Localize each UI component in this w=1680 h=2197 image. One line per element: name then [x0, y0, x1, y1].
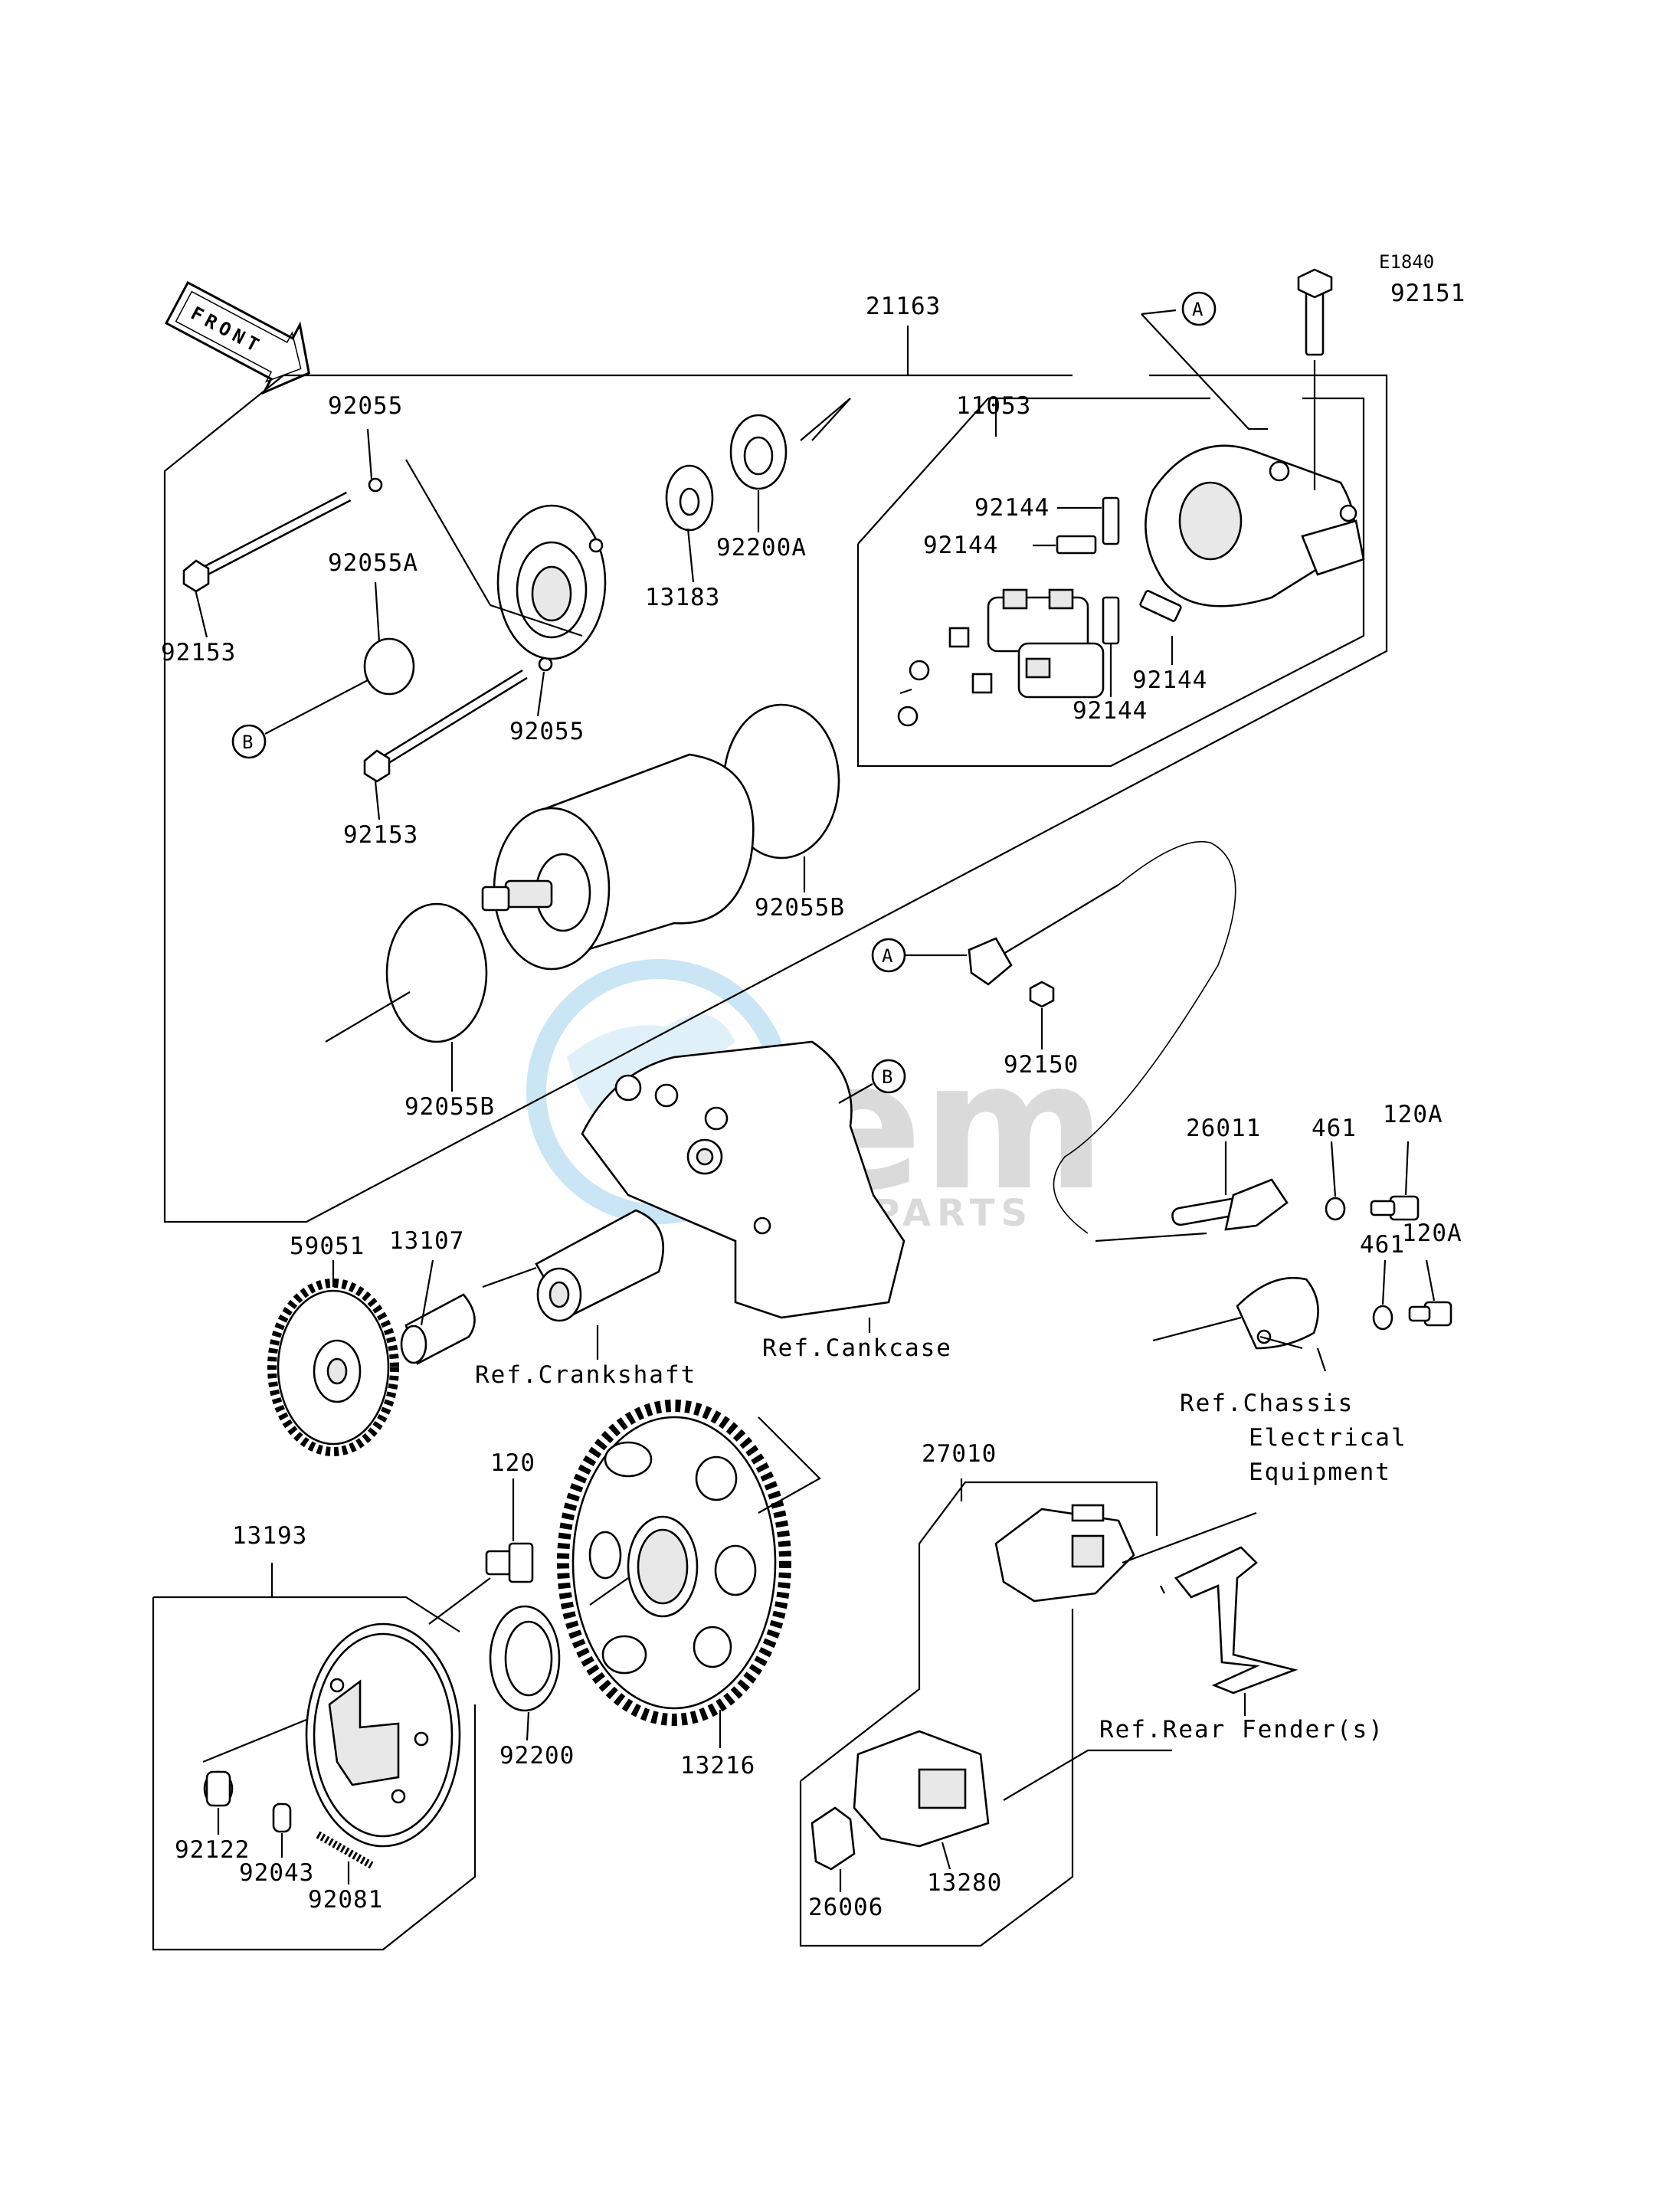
rear-end-cover	[1145, 444, 1365, 607]
cap-26006	[811, 1806, 856, 1871]
o-ring-92055-top	[368, 477, 383, 493]
label-92055B-right: 92055B	[755, 894, 845, 922]
gear-59051	[267, 1279, 399, 1456]
label-27010: 27010	[922, 1440, 997, 1468]
pin-92043	[272, 1802, 292, 1833]
bolt-120	[485, 1542, 534, 1583]
label-461-a: 461	[1312, 1115, 1357, 1142]
o-ring-92055B-left	[385, 902, 488, 1043]
callout-B-mid: B	[871, 1059, 906, 1094]
label-92151: 92151	[1390, 280, 1465, 307]
washer-461-bottom	[1372, 1305, 1393, 1331]
svg-text:B: B	[882, 1066, 892, 1088]
label-92055A: 92055A	[328, 549, 418, 577]
callout-A-top: A	[1181, 291, 1217, 326]
bolt-92151	[1297, 268, 1333, 356]
washer-92200A	[729, 414, 788, 490]
assembly-outlines	[152, 326, 1388, 1951]
label-92081: 92081	[308, 1886, 383, 1914]
bolt-92153-mid	[363, 670, 528, 783]
ref-chassis-line1: Ref.Chassis	[1180, 1390, 1354, 1417]
starter-motor-body	[481, 753, 755, 971]
label-92153-top: 92153	[161, 639, 236, 666]
label-92144-a: 92144	[974, 494, 1050, 522]
label-120A-a: 120A	[1383, 1101, 1443, 1128]
label-92150: 92150	[1004, 1051, 1079, 1079]
label-13193: 13193	[232, 1522, 307, 1550]
label-26011: 26011	[1186, 1115, 1261, 1142]
label-59051: 59051	[290, 1233, 365, 1260]
label-120: 120	[490, 1449, 535, 1477]
gear-13216	[557, 1400, 791, 1726]
lock-washer-13183	[665, 464, 714, 532]
roller-92122	[203, 1770, 234, 1807]
label-13216: 13216	[680, 1752, 755, 1780]
ref-chassis-line3: Equipment	[1249, 1459, 1391, 1486]
label-461-b: 461	[1360, 1231, 1405, 1259]
label-92144-b: 92144	[923, 532, 998, 559]
leader-lines	[194, 428, 1436, 1892]
label-13107: 13107	[389, 1227, 464, 1255]
label-13280: 13280	[927, 1869, 1002, 1897]
ref-chassis-line2: Electrical	[1249, 1424, 1407, 1452]
label-92144-c: 92144	[1132, 666, 1207, 694]
label-92122: 92122	[175, 1836, 250, 1864]
ref-crankshaft: Ref.Crankshaft	[475, 1361, 696, 1389]
bolt-92153-top	[182, 491, 352, 593]
label-92055-top: 92055	[328, 392, 403, 420]
label-92200A: 92200A	[716, 534, 807, 562]
label-120A-b: 120A	[1402, 1220, 1462, 1247]
lead-terminal	[968, 840, 1236, 1234]
label-11053: 11053	[956, 392, 1031, 420]
svg-text:B: B	[242, 732, 253, 753]
svg-text:A: A	[1192, 299, 1204, 320]
switch-26011	[1171, 1178, 1289, 1231]
ref-rear-fender: Ref.Rear Fender(s)	[1099, 1716, 1384, 1744]
label-92043: 92043	[239, 1859, 314, 1887]
crankcase	[581, 1040, 905, 1319]
starter-front-cover	[496, 504, 607, 660]
label-92153-mid: 92153	[343, 821, 418, 849]
pipe-13107	[400, 1293, 476, 1365]
starter-clutch-13193	[305, 1622, 461, 1848]
label-26006: 26006	[808, 1894, 883, 1921]
washer-92200	[489, 1605, 561, 1712]
svg-text:A: A	[882, 945, 893, 967]
front-direction-arrow: FRONT	[165, 280, 310, 395]
switch-bracket	[1152, 1276, 1319, 1350]
relay-13280	[853, 1730, 990, 1848]
label-21163: 21163	[866, 293, 941, 320]
starter-relay-27010	[994, 1504, 1135, 1603]
brush-holder-assembly	[897, 588, 1105, 727]
crankshaft	[535, 1209, 665, 1322]
callout-A-mid: A	[871, 938, 906, 973]
rear-fender-bracket	[1174, 1546, 1298, 1694]
screw-120A-top	[1370, 1195, 1420, 1221]
o-ring-92055-mid	[538, 656, 553, 672]
label-92055-mid: 92055	[509, 718, 585, 745]
label-92144-d: 92144	[1073, 697, 1148, 725]
brush-springs-92144	[1056, 496, 1182, 645]
diagram-code: E1840	[1379, 251, 1434, 273]
ref-crankcase: Ref.Cankcase	[762, 1334, 952, 1362]
screw-120A-bottom	[1408, 1301, 1452, 1327]
o-ring-92055A	[363, 637, 415, 696]
spring-92081	[316, 1831, 374, 1869]
part-labels: 21163 92151 11053 92055 92055A 92153 920…	[161, 280, 1465, 1921]
label-92200: 92200	[499, 1742, 575, 1770]
label-92055B-left: 92055B	[404, 1093, 495, 1121]
label-13183: 13183	[645, 584, 720, 611]
washer-461-top	[1325, 1197, 1346, 1221]
callout-B-left: B	[231, 724, 267, 759]
